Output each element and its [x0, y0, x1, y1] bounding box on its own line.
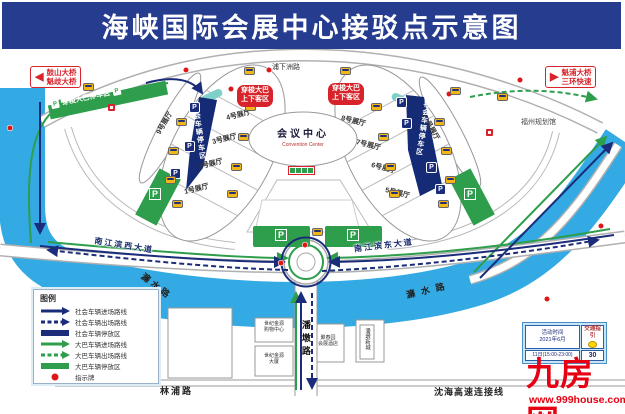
legend-green-solid-arrow-icon — [41, 339, 70, 348]
legend-navy-dashed-arrow-icon — [41, 317, 70, 326]
bus-icon — [445, 176, 456, 184]
legend-row: 社会车辆出场路线 — [40, 316, 152, 327]
legend-label: 社会车辆停放区 — [75, 330, 121, 338]
legend-row: 指示牌 — [40, 371, 152, 382]
parking-p-icon: P — [435, 184, 446, 195]
bus-icon — [438, 200, 449, 208]
page-title: 海峡国际会展中心接驳点示意图 — [2, 2, 621, 49]
legend-label: 指示牌 — [75, 374, 95, 382]
parking-p-icon: P — [401, 118, 412, 129]
parking-p-icon: P — [464, 188, 477, 201]
parking-p-icon: P — [112, 86, 122, 97]
bus-icon — [231, 163, 242, 171]
road-label-pandun: 潘墩路 — [300, 320, 311, 359]
bus-icon — [371, 103, 382, 111]
parking-p-icon: P — [347, 229, 360, 242]
legend-row: 大巴车辆进场路线 — [40, 338, 152, 349]
legend-sign-dot-icon — [51, 373, 59, 380]
legend-label: 大巴车辆出场路线 — [75, 352, 127, 360]
badge-gushan-bridge: ◀ 鼓山大桥魁歧大桥 — [30, 66, 82, 88]
bus-icon — [441, 147, 452, 155]
bus-icon — [378, 133, 389, 141]
convention-center-subtitle: Convention Center — [282, 142, 324, 148]
bus-icon — [385, 163, 396, 171]
convention-complex — [47, 64, 495, 247]
bus-icon — [340, 67, 351, 75]
parking-p-icon: P — [275, 229, 288, 242]
parking-p-icon: P — [189, 102, 200, 113]
landmark-icon — [108, 104, 115, 111]
parking-p-icon: P — [396, 97, 407, 108]
watermark-logo: 九房网 — [526, 355, 594, 414]
badge-shuttle-left: 穿梭大巴上下客区 — [237, 85, 273, 107]
place-mall: 世纪金源购物中心 — [263, 321, 284, 333]
badge-kuipu-bridge: ▶ 魁浦大桥三环快速 — [545, 66, 597, 88]
legend-label: 大巴车辆停放区 — [75, 363, 121, 371]
bus-icon — [238, 133, 249, 141]
legend-title: 图例 — [40, 294, 56, 303]
landmark-icon — [486, 129, 493, 136]
legend-row: 社会车辆进场路线 — [40, 305, 152, 316]
legend-label: 社会车辆出场路线 — [75, 319, 127, 327]
taxi-icon — [312, 228, 323, 236]
legend-box: 图例 社会车辆进场路线 社会车辆出场路线 社会车辆停放区 大巴车辆进场路线 大巴… — [33, 289, 159, 384]
legend-green-dashed-arrow-icon — [41, 350, 70, 359]
bus-icon — [172, 200, 183, 208]
bus-icon — [168, 147, 179, 155]
bus-icon — [450, 87, 461, 95]
legend-label: 社会车辆进场路线 — [75, 308, 127, 316]
route-lines — [27, 78, 615, 390]
road-label-linpu: 林浦路 — [160, 386, 194, 396]
road-label-puxiazhou: 浦下洲路 — [272, 64, 300, 71]
convention-center-title: 会议中心 — [277, 129, 329, 140]
shuttle-point-marker — [288, 166, 315, 175]
parking-p-icon: P — [149, 188, 162, 201]
parking-p-icon: P — [426, 162, 437, 173]
legend-navy-bar-icon — [41, 329, 69, 336]
parking-p-icon: P — [50, 99, 60, 110]
guide-bulb-icon — [588, 341, 597, 348]
legend-navy-solid-arrow-icon — [41, 306, 70, 315]
legend-label: 大巴车辆进场路线 — [75, 341, 127, 349]
bus-icon — [434, 118, 445, 126]
place-hotel: 聚春园会展酒店 — [317, 335, 338, 347]
watermark-url: www.999house.com — [529, 394, 625, 406]
bus-icon — [389, 190, 400, 198]
bus-icon — [497, 93, 508, 101]
legend-green-bar-icon — [41, 362, 69, 369]
traffic-guide-cell: 交通指引 — [581, 325, 604, 349]
bus-icon — [176, 118, 187, 126]
legend-row: 大巴车辆停放区 — [40, 360, 152, 371]
place-planning-hall: 福州规划馆 — [521, 119, 556, 126]
bus-icon — [227, 190, 238, 198]
place-newtown: 潘墩新城 — [364, 328, 371, 350]
badge-shuttle-right: 穿梭大巴上下客区 — [328, 83, 364, 105]
arrow-left-icon: ◀ — [35, 70, 44, 83]
event-schedule-cell: 11日(15:00-23:00) — [525, 350, 580, 362]
legend-row: 社会车辆停放区 — [40, 327, 152, 338]
legend-row: 大巴车辆出场路线 — [40, 349, 152, 360]
bus-icon — [165, 176, 176, 184]
road-label-shenhai: 沈海高速连接线 — [434, 387, 505, 397]
bus-icon — [244, 67, 255, 75]
place-tower: 世纪金源大厦 — [263, 353, 284, 365]
event-count-cell: 30 — [581, 350, 604, 362]
arrow-right-icon: ▶ — [550, 70, 559, 83]
parking-p-icon: P — [184, 141, 195, 152]
bus-icon — [83, 83, 94, 91]
sign-dots — [6, 66, 605, 303]
